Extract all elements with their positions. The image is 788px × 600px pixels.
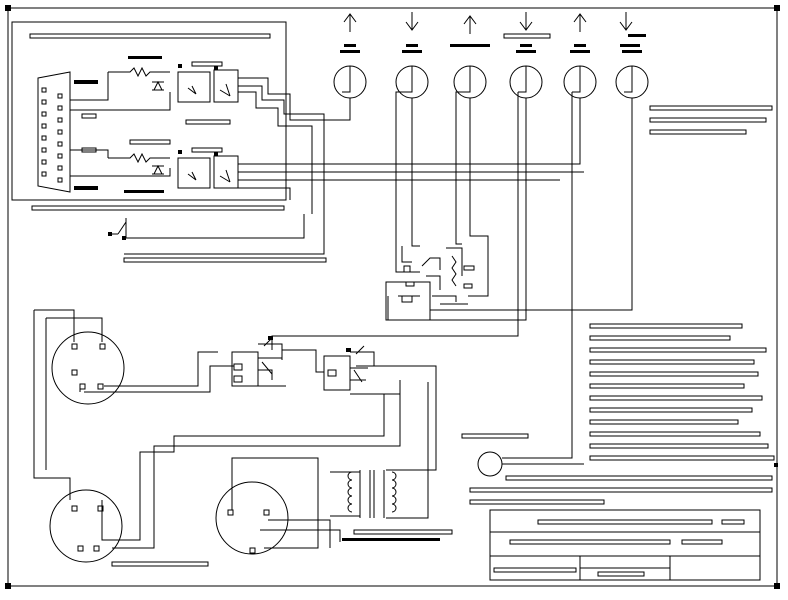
title-block bbox=[489, 509, 761, 581]
connector-2[interactable] bbox=[395, 12, 429, 99]
notes-block-upper bbox=[649, 105, 773, 135]
corner-handle-tr[interactable] bbox=[774, 5, 780, 11]
relay-group-lower-left bbox=[231, 337, 286, 387]
round-connector-c[interactable] bbox=[215, 481, 289, 555]
top-connector-row bbox=[333, 12, 649, 99]
opto-channel-upper bbox=[70, 56, 239, 125]
opto-channel-lower bbox=[70, 139, 239, 193]
corner-handle-tl[interactable] bbox=[5, 5, 11, 11]
round-connector-a[interactable] bbox=[33, 309, 125, 500]
sheet-border bbox=[7, 7, 778, 587]
connector-6[interactable] bbox=[615, 12, 649, 99]
connector-4[interactable] bbox=[503, 12, 551, 99]
lower-wiring bbox=[79, 351, 437, 549]
switch-contact bbox=[108, 214, 327, 263]
connector-3[interactable] bbox=[450, 15, 490, 99]
round-terminal-small[interactable] bbox=[461, 433, 773, 505]
relay-cluster-center bbox=[385, 246, 475, 321]
corner-handle-bl[interactable] bbox=[5, 583, 11, 589]
notes-block-lower bbox=[589, 323, 775, 461]
misc-terminals bbox=[178, 64, 778, 467]
round-connector-b[interactable] bbox=[49, 489, 209, 567]
interface-board bbox=[11, 21, 287, 211]
corner-handle-br[interactable] bbox=[774, 583, 780, 589]
connector-5[interactable] bbox=[563, 13, 597, 99]
relay-group-lower-right bbox=[282, 345, 400, 395]
connector-1[interactable] bbox=[333, 13, 367, 99]
top-wiring bbox=[124, 77, 633, 440]
db-connector bbox=[37, 71, 98, 193]
transformer bbox=[342, 470, 453, 541]
